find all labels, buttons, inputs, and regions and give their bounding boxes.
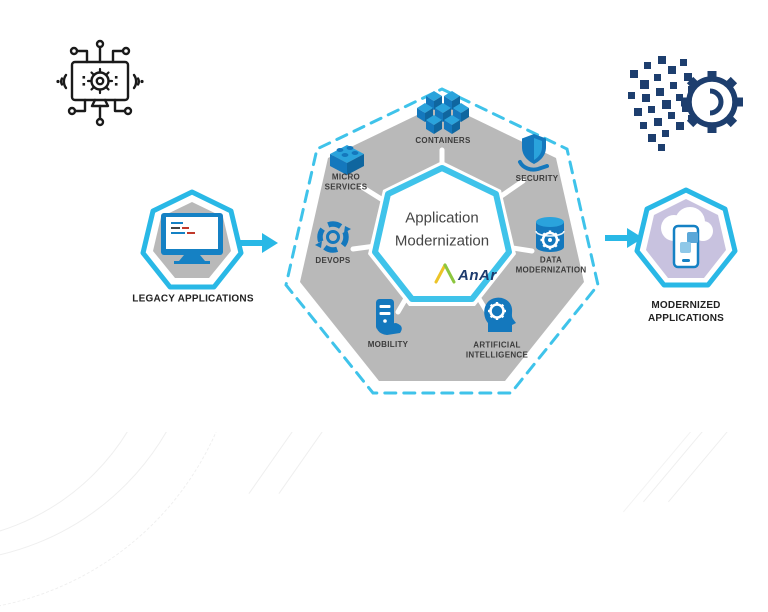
slide: Application Modernization CONTAINERS MIC… <box>56 39 743 395</box>
node-label-containers: CONTAINERS <box>415 135 471 145</box>
center-title: Application Modernization <box>394 209 490 250</box>
anar-logo-triangle-icon <box>434 263 456 284</box>
anar-logo-text: AnAr <box>458 267 497 284</box>
legacy-applications-node <box>140 189 244 290</box>
node-label-artificial-intelligence: ARTIFICIAL INTELLIGENCE <box>465 340 529 360</box>
modernized-applications-label: MODERNIZED APPLICATIONS <box>647 300 725 324</box>
center-heptagon <box>372 165 512 302</box>
node-label-devops: DEVOPS <box>315 255 351 265</box>
devops-cycle-icon <box>315 221 351 253</box>
legacy-monitor-icon <box>161 213 223 264</box>
node-label-mobility: MOBILITY <box>367 339 409 349</box>
connected-computer-icon <box>56 39 144 127</box>
legacy-applications-label: LEGACY APPLICATIONS <box>132 293 254 305</box>
node-label-data-modernization: DATA MODERNIZATION <box>515 255 587 275</box>
head-gear-icon <box>484 297 516 332</box>
arrow-legacy-to-center <box>239 233 278 253</box>
arrow-center-to-modernized <box>605 228 643 248</box>
node-label-micro-services: MICRO SERVICES <box>324 172 368 192</box>
node-label-security: SECURITY <box>515 173 559 183</box>
pixel-gear-icon <box>628 56 743 151</box>
modernized-applications-node <box>634 187 738 288</box>
database-gear-icon <box>535 217 565 252</box>
diagram-canvas <box>56 39 743 395</box>
mobile-device-icon <box>376 299 402 335</box>
lego-brick-icon <box>330 145 364 175</box>
cloud-mobile-icon <box>661 207 713 269</box>
anar-logo: AnAr <box>433 258 497 284</box>
dashed-heptagon-border <box>284 87 600 395</box>
shield-hand-icon <box>518 134 549 172</box>
